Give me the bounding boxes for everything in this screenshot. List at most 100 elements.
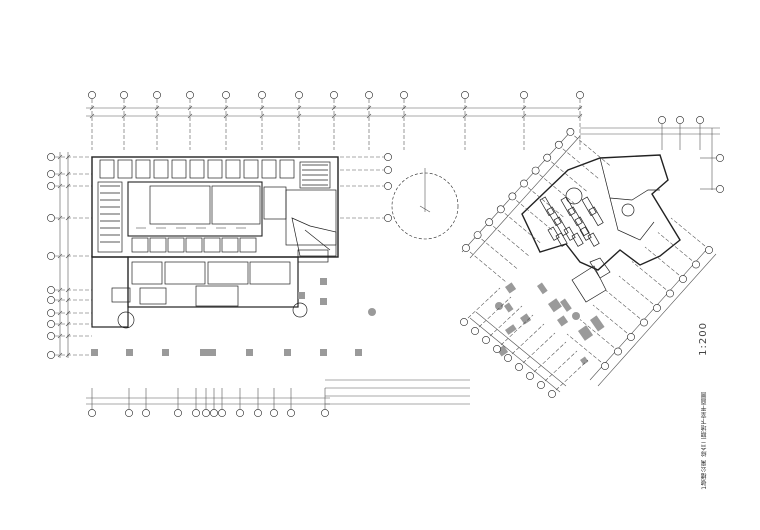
diagonal-grid-axes <box>460 116 724 398</box>
dimension-tick <box>121 105 127 111</box>
grid-axis-bubble-icon <box>520 91 528 99</box>
room-partition <box>117 159 133 179</box>
dimension-line <box>469 317 561 393</box>
grid-axis-bubble-icon <box>460 318 468 326</box>
dimension-tick <box>577 113 583 119</box>
grid-axis-bubble-icon <box>614 347 622 356</box>
column-marker-icon <box>504 302 514 313</box>
grid-axis-bubble-icon <box>504 354 512 362</box>
grid-axis-line <box>562 148 599 180</box>
column-marker-icon <box>200 349 216 356</box>
column-marker-icon <box>320 349 327 356</box>
grid-axis-bubble-icon <box>537 381 545 389</box>
dimension-tick <box>462 113 468 119</box>
dimension-tick <box>57 215 63 221</box>
column-marker-icon <box>572 312 580 320</box>
dimension-tick <box>223 113 229 119</box>
column-marker-icon <box>505 324 517 335</box>
dimension-tick <box>57 310 63 316</box>
grid-axis-bubble-icon <box>692 260 700 269</box>
right-building-plan <box>521 154 681 303</box>
dimension-tick <box>57 321 63 327</box>
column-marker-icon <box>246 349 253 356</box>
grid-axis-bubble-icon <box>493 345 501 353</box>
dimension-tick <box>366 105 372 111</box>
left-building-plan <box>91 156 339 329</box>
ramp-arrow <box>304 229 331 251</box>
grid-axis-bubble-icon <box>210 409 218 417</box>
dimension-tick <box>89 105 95 111</box>
grid-axis-line <box>527 187 565 218</box>
core-room <box>574 216 590 237</box>
grid-axis-line <box>511 323 545 355</box>
grid-axis-bubble-icon <box>47 252 55 260</box>
grid-axis-bubble-icon <box>295 91 303 99</box>
column-marker-icon <box>126 349 133 356</box>
grid-axis-line <box>478 296 512 328</box>
grid-axis-bubble-icon <box>365 91 373 99</box>
grid-axis-bubble-icon <box>186 91 194 99</box>
dimension-tick <box>57 183 63 189</box>
room-partition <box>249 261 291 285</box>
dimension-tick <box>366 113 372 119</box>
scale-label: 1:200 <box>698 322 709 356</box>
core-room <box>555 232 568 247</box>
core-room <box>127 181 263 237</box>
dimension-tick <box>154 113 160 119</box>
dimension-line <box>475 311 567 387</box>
interior-wall <box>599 157 660 201</box>
dimension-tick <box>57 333 63 339</box>
grid-axis-bubble-icon <box>716 154 724 162</box>
dimension-tick <box>65 171 71 177</box>
dimension-tick <box>65 183 71 189</box>
dimension-tick <box>65 253 71 259</box>
grid-axis-bubble-icon <box>627 333 635 341</box>
toilet-block <box>195 285 239 307</box>
grid-axis-bubble-icon <box>543 153 552 162</box>
grid-axis-bubble-icon <box>47 170 55 178</box>
grid-axis-bubble-icon <box>496 205 505 214</box>
column-marker-icon <box>560 298 572 312</box>
toilet-block <box>139 287 167 305</box>
room-partition <box>131 237 149 253</box>
room-partition <box>171 159 187 179</box>
column-marker-icon <box>495 302 503 310</box>
grid-axis-bubble-icon <box>321 409 329 417</box>
grid-axis-bubble-icon <box>515 363 523 371</box>
grid-axis-line <box>533 341 567 373</box>
column-marker-icon <box>548 298 562 313</box>
door-swing <box>292 302 308 318</box>
core-room <box>149 185 211 225</box>
column-marker-icon <box>589 315 605 332</box>
room-partition <box>243 159 259 179</box>
dimension-tick <box>65 297 71 303</box>
grid-axis-line <box>544 350 578 382</box>
room-partition <box>99 159 115 179</box>
door-swing <box>621 203 635 217</box>
dimension-tick <box>57 253 63 259</box>
grid-axis-line <box>467 287 501 319</box>
grid-axis-line <box>493 225 530 257</box>
grid-axis-line <box>605 290 641 319</box>
dimension-tick <box>296 113 302 119</box>
dimension-tick <box>57 287 63 293</box>
dimension-tick <box>121 113 127 119</box>
north-arrow-icon <box>419 205 431 213</box>
column-marker-icon <box>578 325 594 341</box>
grid-axis-bubble-icon <box>576 91 584 99</box>
dimension-line <box>589 247 709 381</box>
dimension-tick <box>462 105 468 111</box>
site-elements <box>91 168 605 365</box>
grid-axis-bubble-icon <box>47 309 55 317</box>
grid-axis-line <box>516 200 553 231</box>
room-partition <box>164 261 206 285</box>
core-room <box>571 232 584 247</box>
room-partition <box>135 159 151 179</box>
grid-axis-line <box>644 246 680 276</box>
grid-axis-bubble-icon <box>384 214 392 222</box>
grid-axis-bubble-icon <box>461 91 469 99</box>
grid-axis-line <box>579 319 615 348</box>
grid-axis-bubble-icon <box>666 289 674 298</box>
dimension-tick <box>65 310 71 316</box>
room-partition <box>149 237 167 253</box>
